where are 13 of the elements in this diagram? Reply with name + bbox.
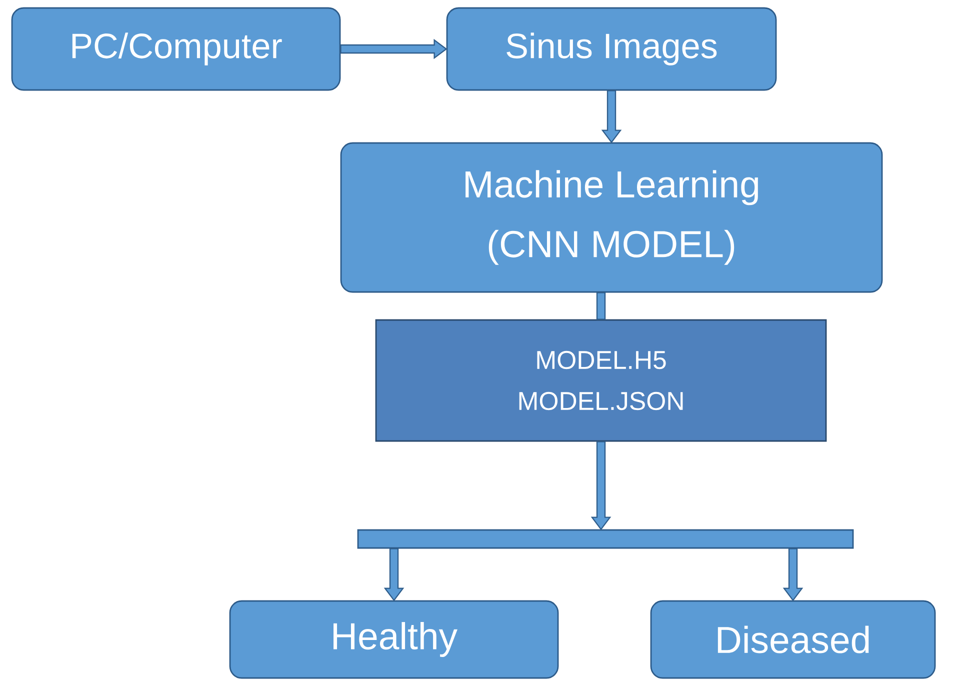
block-arrow	[782, 548, 804, 602]
block-arrow	[340, 38, 448, 60]
process-box: Sinus Images	[446, 7, 777, 91]
process-box: Diseased	[650, 600, 936, 679]
connector	[596, 292, 606, 320]
block-arrow	[384, 548, 404, 602]
process-box: PC/Computer	[11, 7, 341, 91]
block-arrow	[590, 441, 612, 530]
output-box: MODEL.H5 MODEL.JSON	[375, 319, 827, 442]
process-box: Healthy	[229, 600, 559, 679]
process-box: Machine Learning (CNN MODEL)	[340, 142, 883, 293]
block-arrow	[601, 90, 622, 144]
splitter-bar	[357, 529, 854, 549]
